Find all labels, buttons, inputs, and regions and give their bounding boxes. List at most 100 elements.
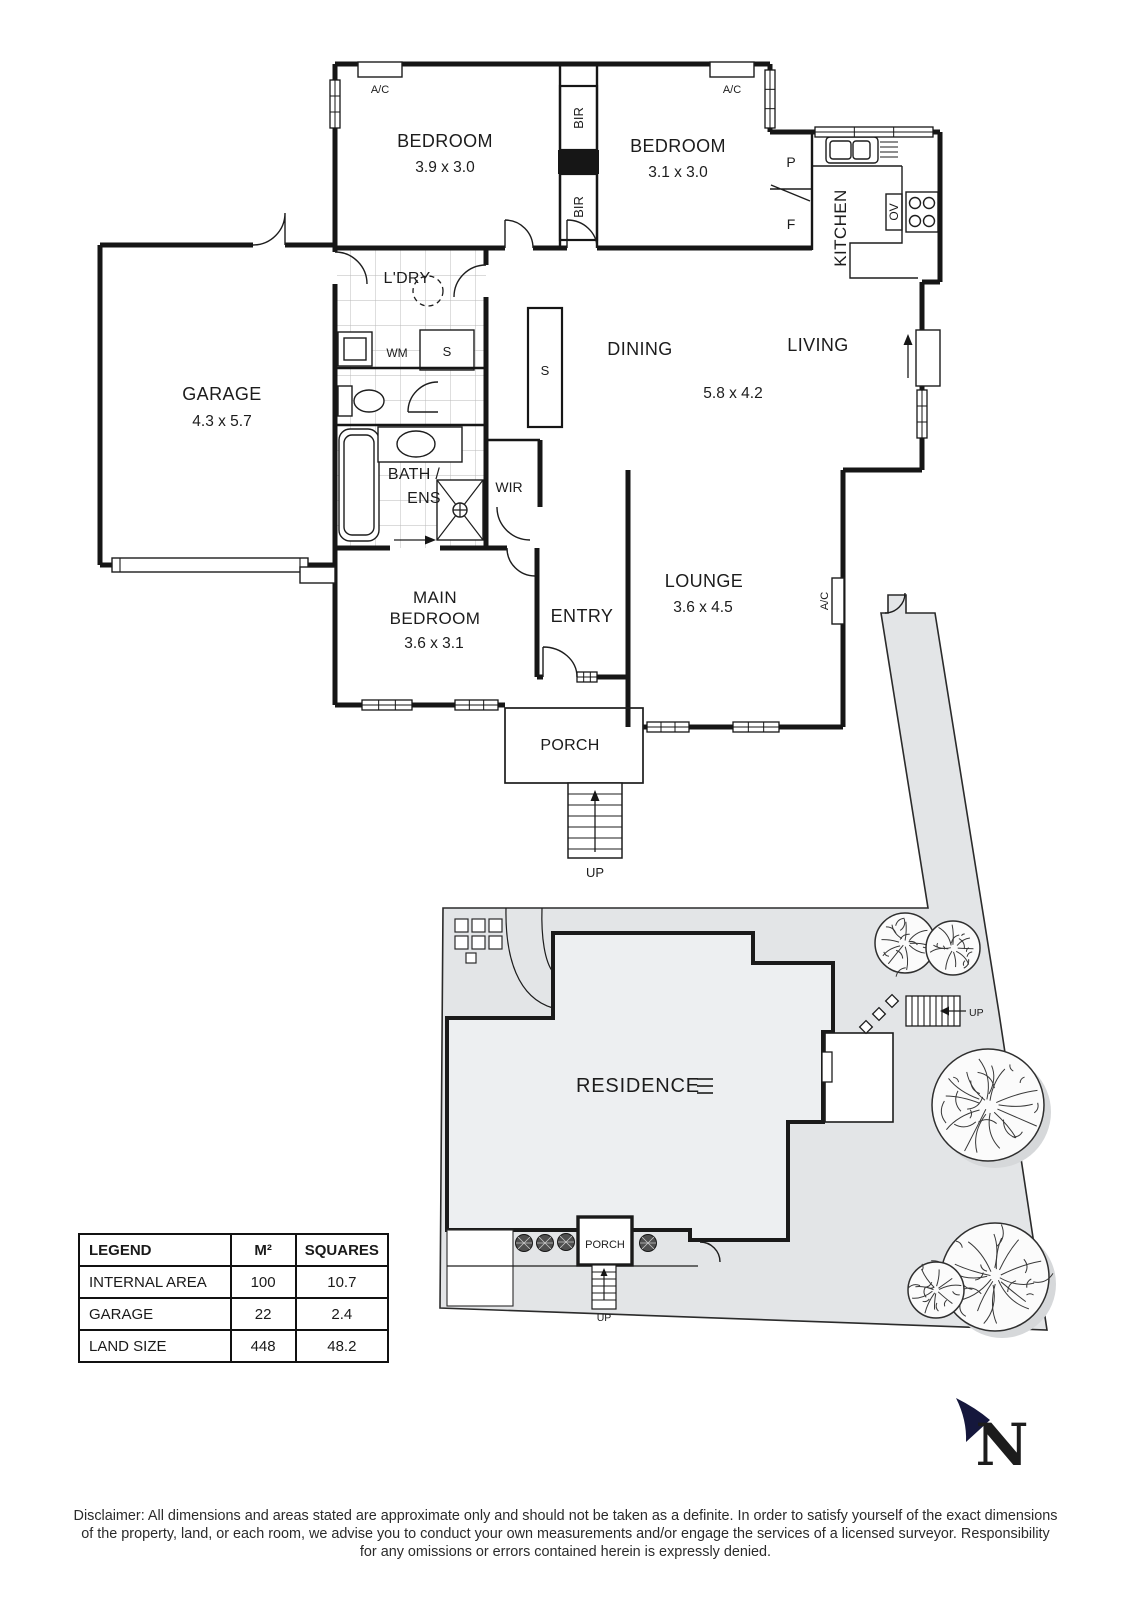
- main-bed-label-2: BEDROOM: [390, 609, 481, 628]
- gate-arc-top: [884, 592, 906, 614]
- entry-label: ENTRY: [551, 606, 614, 626]
- garage-label: GARAGE: [182, 384, 261, 404]
- bir-label-1: BIR: [571, 107, 586, 129]
- table-row: LAND SIZE 448 48.2: [78, 1329, 390, 1363]
- north-arrow-icon: [956, 1398, 990, 1442]
- disclaimer-line: of the property, land, or each room, we …: [81, 1526, 1050, 1543]
- table-row: INTERNAL AREA 100 10.7: [78, 1265, 390, 1299]
- bir-1: [558, 84, 599, 152]
- north-compass: N: [956, 1398, 1029, 1479]
- shrub-icon: [515, 1234, 533, 1252]
- dining-label: DINING: [607, 339, 672, 359]
- path-curve: [505, 907, 554, 1009]
- ac-label-1: A/C: [371, 84, 389, 96]
- residence-outline: [445, 931, 835, 1242]
- window: [329, 79, 341, 129]
- fridge-label: F: [787, 216, 796, 232]
- room-label-bedroom2: BEDROOM: [630, 136, 726, 156]
- floor-plan: BEDROOM 3.9 x 3.0 BEDROOM 3.1 x 3.0 A/C …: [97, 61, 943, 880]
- shrub-icon: [639, 1234, 657, 1252]
- driveway: [446, 1229, 514, 1307]
- site-front-stairs: UP: [591, 1264, 617, 1324]
- dining-living-dims: 5.8 x 4.2: [703, 385, 762, 402]
- window: [361, 699, 413, 711]
- residence-hatch-marker: [697, 1078, 713, 1094]
- pantry-label: P: [786, 154, 795, 170]
- window: [454, 699, 499, 711]
- disclaimer-line: for any omissions or errors contained he…: [359, 1544, 772, 1561]
- path-curve: [541, 907, 554, 973]
- tree-icon: [907, 1261, 965, 1319]
- stepping-stones: [858, 993, 900, 1035]
- site-up-label: UP: [597, 1312, 612, 1324]
- vanity-icon: [377, 426, 463, 463]
- legend-header: LEGEND: [78, 1233, 232, 1267]
- shrub-icon: [536, 1234, 554, 1252]
- up-label: UP: [586, 865, 604, 880]
- dims-bedroom1: 3.9 x 3.0: [415, 159, 475, 176]
- window: [916, 389, 928, 439]
- window: [814, 126, 934, 138]
- laundry-label: L'DRY: [384, 270, 431, 287]
- wall-pier: [299, 566, 336, 584]
- sliding-door: [903, 329, 941, 387]
- ac-unit-1: [357, 61, 403, 78]
- shower-icon: [436, 479, 484, 541]
- door-arcs: [252, 212, 598, 678]
- bir-2: [558, 172, 599, 242]
- ac-label-2: A/C: [723, 84, 741, 96]
- legend-header-squares: SQUARES: [294, 1233, 390, 1267]
- site-side-stairs: UP: [905, 995, 984, 1027]
- table-row: GARAGE 22 2.4: [78, 1297, 390, 1331]
- dims-bedroom2: 3.1 x 3.0: [648, 164, 708, 181]
- shrubs: [515, 1233, 657, 1252]
- porch-label: PORCH: [540, 737, 599, 754]
- ac-unit-lounge: [831, 577, 845, 625]
- laundry-trough: [419, 329, 475, 371]
- main-bed-label-1: MAIN: [413, 588, 457, 607]
- site-up2-label: UP: [969, 1007, 984, 1019]
- ac-unit-2: [709, 61, 755, 78]
- bathtub-icon: [338, 428, 380, 542]
- site-plan: PORCH UP UP: [439, 592, 1056, 1338]
- floor-waste-icon: [412, 275, 444, 307]
- wm-label: WM: [386, 346, 407, 360]
- kitchen-label: KITCHEN: [831, 189, 850, 266]
- living-label: LIVING: [787, 335, 848, 355]
- interior-walls: [337, 64, 814, 442]
- porch-outline: [504, 707, 644, 859]
- lounge-label: LOUNGE: [665, 571, 743, 591]
- cavity-slider: [394, 535, 436, 545]
- gate-arc-bottom: [699, 1241, 721, 1263]
- window: [764, 69, 776, 129]
- legend-header-row: LEGEND M² SQUARES: [78, 1233, 390, 1267]
- garage-door: [111, 557, 309, 573]
- bath-label-1: BATH /: [388, 466, 440, 483]
- storage-label: S: [541, 363, 550, 378]
- pavers: [454, 918, 503, 964]
- tree-icon: [925, 920, 981, 976]
- trees: [874, 912, 1056, 1338]
- bir-label-2: BIR: [571, 196, 586, 218]
- north-label: N: [975, 1411, 1028, 1479]
- site-porch-label: PORCH: [585, 1239, 625, 1251]
- window: [732, 721, 780, 733]
- outbuilding-door: [821, 1051, 833, 1083]
- legend-table: LEGEND M² SQUARES INTERNAL AREA 100 10.7…: [78, 1233, 390, 1363]
- shrub-icon: [557, 1233, 575, 1251]
- tree-icon: [931, 1048, 1051, 1168]
- room-label-bedroom1: BEDROOM: [397, 131, 493, 151]
- washing-machine-icon: [337, 331, 373, 367]
- garage-dims: 4.3 x 5.7: [192, 413, 251, 430]
- kitchen-bench: [770, 136, 939, 279]
- legend-header-m2: M²: [229, 1233, 297, 1267]
- wir-label: WIR: [495, 479, 522, 495]
- ac-label-lounge: A/C: [819, 592, 831, 610]
- toilet-icon: [337, 385, 385, 417]
- lounge-dims: 3.6 x 4.5: [673, 599, 732, 616]
- window: [576, 671, 598, 683]
- hall-storage: [526, 306, 564, 429]
- main-bed-dims: 3.6 x 3.1: [404, 635, 463, 652]
- cooktop-icon: [908, 196, 936, 228]
